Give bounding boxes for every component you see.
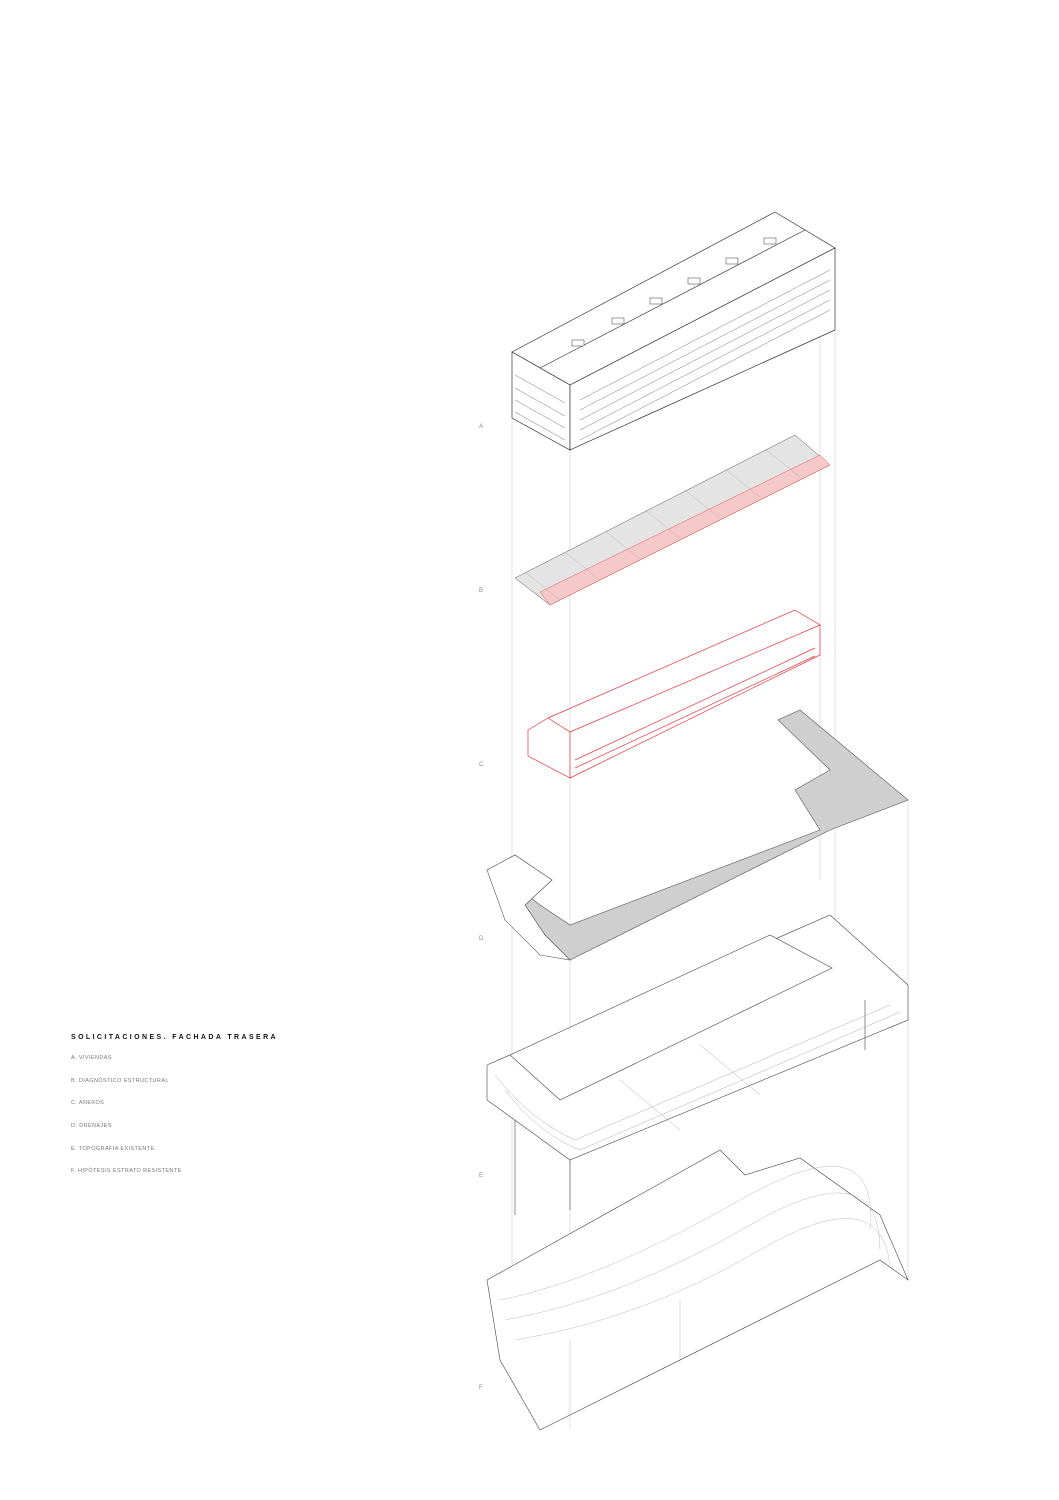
layer-e-topografia-existente <box>486 914 909 1215</box>
layer-label-e: E <box>479 1173 484 1179</box>
layer-a-viviendas <box>511 211 836 451</box>
layer-d-drenajes <box>486 709 909 961</box>
layer-f-hipotesis-estrato-resistente <box>486 1149 909 1431</box>
layer-label-d: D <box>479 936 484 942</box>
legend: SOLICITACIONES. FACHADA TRASERA A. VIVIE… <box>71 1034 278 1191</box>
legend-title: SOLICITACIONES. FACHADA TRASERA <box>71 1034 279 1041</box>
layer-b-diagnostico-estructural <box>514 434 831 606</box>
legend-item-e: E. TOPOGRAFÍA EXISTENTE <box>71 1145 155 1152</box>
layer-label-b: B <box>479 588 484 594</box>
legend-item-d: D. DRENAJES <box>71 1123 112 1130</box>
layer-label-f: F <box>479 1385 483 1391</box>
legend-item-f: F. HIPÓTESIS ESTRATO RESISTENTE <box>71 1168 182 1175</box>
layer-c-anexos <box>527 609 821 779</box>
legend-item-c: C. ANEXOS <box>71 1100 105 1107</box>
legend-item-a: A. VIVIENDAS <box>71 1055 112 1061</box>
legend-item-b: B. DIAGNÓSTICO ESTRUCTURAL <box>71 1077 169 1084</box>
layer-label-a: A <box>479 424 484 430</box>
layer-label-c: C <box>479 762 484 768</box>
